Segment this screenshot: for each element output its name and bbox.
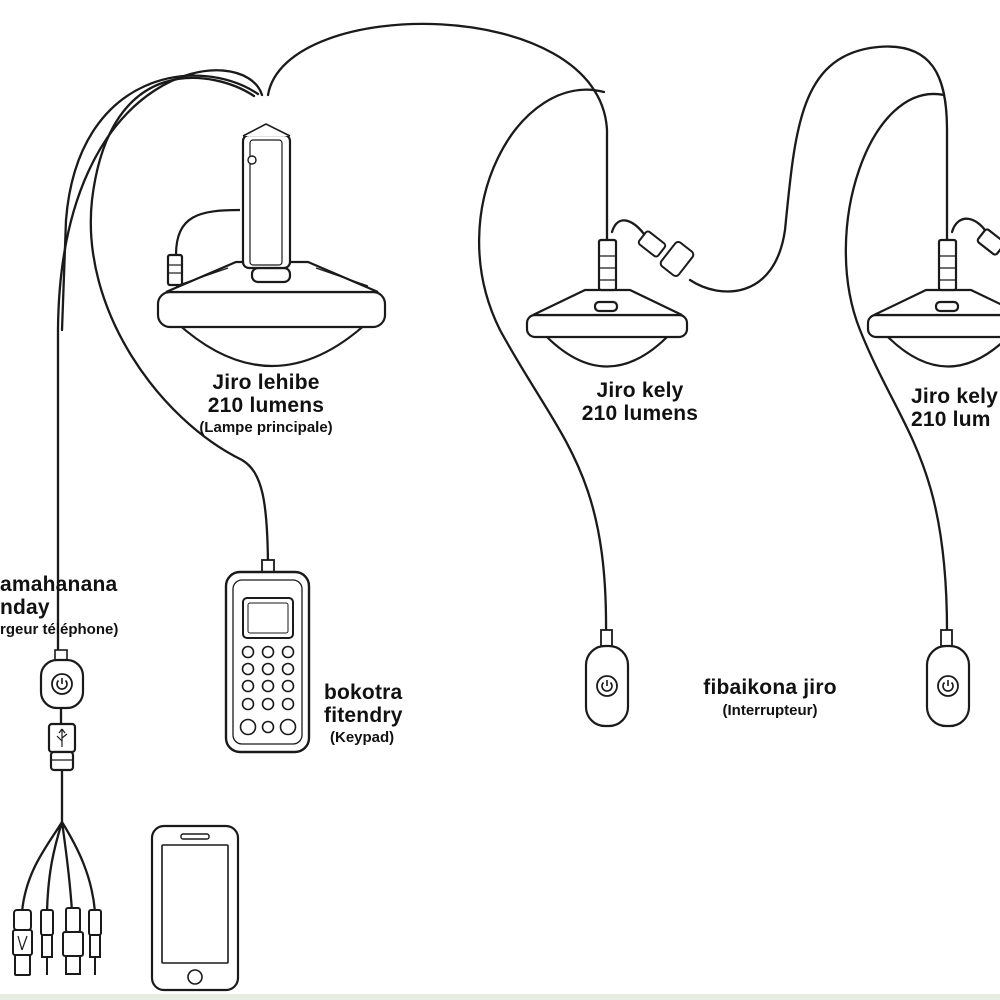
label-switch-sub: (Interrupteur) <box>722 701 818 719</box>
keypad-device <box>224 559 311 754</box>
cable-lamp2-switch <box>844 92 949 638</box>
label-small-lamp-1: Jiro kely 210 lumens <box>550 379 730 425</box>
small-lamp-1-dome <box>540 331 674 368</box>
main-lamp-base <box>156 290 387 329</box>
label-charger-line2: nday <box>0 595 50 619</box>
keypad-buttons <box>239 645 297 736</box>
small-lamp-2 <box>866 228 1000 368</box>
cable-harness <box>20 768 97 914</box>
smartphone-icon <box>150 824 240 992</box>
label-keypad-line1: bokotra <box>324 681 403 704</box>
label-keypad-sub: (Keypad) <box>330 729 395 747</box>
label-small-lamp-2-line1: Jiro kely <box>911 386 999 408</box>
phone-charger <box>39 649 85 772</box>
cable-tips <box>12 907 102 976</box>
label-switch-line1: fibaikona jiro <box>703 676 837 699</box>
label-switch: fibaikona jiro (Interrupteur) <box>680 676 860 719</box>
small-lamp-2-dome <box>881 331 1000 368</box>
label-small-lamp-2: Jiro kely 210 lum <box>911 386 1000 431</box>
footer-strip <box>0 994 1000 1000</box>
label-charger-line1: amahanana <box>0 574 118 596</box>
label-keypad: bokotra fitendry (Keypad) <box>324 681 454 747</box>
cables <box>20 22 992 914</box>
connector-icon <box>637 230 695 277</box>
small-lamp-1 <box>525 238 689 368</box>
label-main-lamp-sub: (Lampe principale) <box>199 419 333 437</box>
label-charger-sub: rgeur téléphone) <box>0 621 119 639</box>
main-lamp-dome <box>173 320 371 368</box>
switch-2 <box>925 629 971 728</box>
label-keypad-line2: fitendry <box>324 703 403 727</box>
cable-lamp1-switch <box>477 88 608 638</box>
switch-1 <box>584 629 630 728</box>
label-main-lamp-line2: 210 lumens <box>207 393 325 417</box>
label-small-lamp-2-line2: 210 lum <box>911 407 991 431</box>
cable-main-to-charger <box>56 69 264 657</box>
label-charger: amahanana nday rgeur téléphone) <box>0 574 170 639</box>
label-small-lamp-1-line2: 210 lumens <box>581 401 699 425</box>
cable-main-to-keypad <box>89 76 270 574</box>
label-main-lamp-line1: Jiro lehibe <box>212 371 320 394</box>
cable-main-to-lamp1 <box>266 22 609 242</box>
main-lamp <box>156 123 387 368</box>
usb-icon <box>56 728 68 747</box>
label-main-lamp: Jiro lehibe 210 lumens (Lampe principale… <box>176 371 356 437</box>
label-small-lamp-1-line1: Jiro kely <box>596 379 684 402</box>
cable-main-strand <box>60 74 260 332</box>
